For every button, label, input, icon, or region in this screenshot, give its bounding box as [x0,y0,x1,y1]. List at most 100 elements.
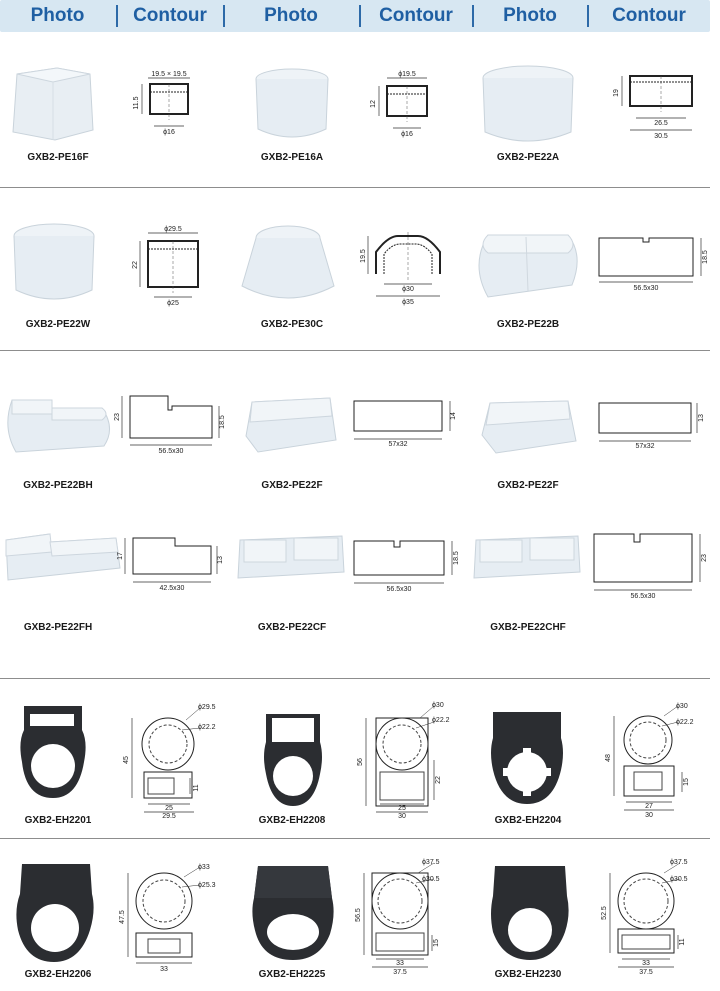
svg-text:25: 25 [398,805,406,812]
product-label: GXB2-EH2208 [258,815,326,826]
svg-text:13: 13 [698,414,705,422]
contour-drawing-eh2208: ϕ30 ϕ22.2 56 22 25 30 [357,702,450,820]
svg-text:52.5: 52.5 [601,906,608,920]
svg-text:47.5: 47.5 [119,910,126,924]
header-photo-3: Photo [503,5,557,26]
product-photo-pe16a [255,68,329,138]
product-photo-eh2230 [491,866,569,960]
product-photo-eh2208 [264,714,322,806]
svg-text:11: 11 [679,938,686,945]
svg-text:ϕ25: ϕ25 [167,300,179,307]
product-photo-pe22fh [5,533,121,581]
svg-text:57x32: 57x32 [635,443,654,450]
svg-text:33: 33 [642,960,650,967]
svg-text:11: 11 [193,784,200,791]
contour-drawing-pe16f: 19.5 × 19.5 11.5 ϕ16 [133,71,190,136]
contour-drawing-pe22fh: 17 13 42.5x30 [117,537,224,592]
contour-drawing-pe22chf: 23 56.5x30 [593,533,708,600]
contour-drawing-eh2206: ϕ33 ϕ25.3 47.5 33 [119,864,216,973]
product-photo-pe22bh [7,399,110,453]
svg-text:ϕ30.5: ϕ30.5 [422,876,440,883]
svg-text:33: 33 [160,966,168,973]
svg-text:56.5x30: 56.5x30 [387,586,412,593]
product-label: GXB2-PE30C [260,319,324,330]
contour-drawing-pe22bh: 23 18.5 56.5x30 [114,395,226,455]
product-label: GXB2-PE22A [496,152,560,163]
svg-text:ϕ22.2: ϕ22.2 [198,724,216,731]
svg-text:56.5x30: 56.5x30 [634,285,659,292]
product-photo-pe22w [13,223,95,300]
product-label: GXB2-PE22F [261,480,323,491]
header-separator [116,5,118,27]
svg-text:29.5: 29.5 [162,813,176,820]
product-label: GXB2-PE22W [25,319,91,330]
svg-text:56.5x30: 56.5x30 [159,448,184,455]
svg-text:ϕ35: ϕ35 [402,299,414,306]
svg-text:30: 30 [398,813,406,820]
product-photo-eh2204 [491,712,563,804]
svg-text:ϕ37.5: ϕ37.5 [670,859,688,866]
svg-text:ϕ16: ϕ16 [163,129,175,136]
product-label: GXB2-PE22B [496,319,560,330]
contour-drawing-pe22b: 18.5 56.5x30 [598,237,709,292]
contour-drawing-eh2225: ϕ37.5 ϕ30.5 56.5 15 33 37.5 [355,859,440,976]
svg-text:ϕ19.5: ϕ19.5 [398,71,416,78]
product-label: GXB2-PE22CF [257,622,327,633]
product-photo-eh2201 [20,706,86,798]
header-contour-2: Contour [379,5,453,26]
contour-drawing-eh2201: ϕ29.5 ϕ22.2 45 11 25 29.5 [123,704,216,820]
product-photo-pe22cf [237,535,345,579]
header-contour-3: Contour [612,5,686,26]
svg-text:ϕ29.5: ϕ29.5 [198,704,216,711]
header-photo-2: Photo [264,5,318,26]
svg-text:37.5: 37.5 [639,969,653,976]
svg-text:19: 19 [613,89,620,97]
column-header-bar: Photo Contour Photo Contour Photo Contou… [0,0,710,32]
contour-drawing-pe22f1: 14 57x32 [353,400,457,448]
svg-text:ϕ25.3: ϕ25.3 [198,882,216,889]
product-photo-eh2206 [16,864,94,962]
svg-text:48: 48 [605,754,612,762]
svg-text:23: 23 [701,554,708,562]
row-divider [0,678,710,679]
svg-text:ϕ22.2: ϕ22.2 [676,719,694,726]
header-separator [223,5,225,27]
product-label: GXB2-EH2206 [24,969,92,980]
product-photo-eh2225 [252,866,334,960]
svg-text:12: 12 [370,100,377,108]
contour-drawing-pe22w: ϕ29.5 22 ϕ25 [132,226,199,307]
svg-text:18.5: 18.5 [702,250,709,264]
svg-text:37.5: 37.5 [393,969,407,976]
svg-text:45: 45 [123,756,130,764]
svg-text:30: 30 [645,812,653,819]
svg-text:57x32: 57x32 [388,441,407,448]
header-separator [359,5,361,27]
svg-text:19.5 × 19.5: 19.5 × 19.5 [151,71,186,78]
product-label: GXB2-PE22F [497,480,559,491]
svg-text:25: 25 [165,805,173,812]
svg-text:56.5: 56.5 [355,908,362,922]
contour-drawing-eh2204: ϕ30 ϕ22.2 48 15 27 30 [605,703,694,819]
product-label: GXB2-PE22CHF [490,622,566,633]
product-label: GXB2-EH2230 [494,969,562,980]
svg-text:56.5x30: 56.5x30 [631,593,656,600]
svg-text:11.5: 11.5 [133,96,140,109]
contour-drawing-pe16a: ϕ19.5 12 ϕ16 [370,71,428,138]
product-photo-pe22a [482,65,574,142]
svg-text:42.5x30: 42.5x30 [160,585,185,592]
svg-text:18.5: 18.5 [219,415,226,429]
svg-text:22: 22 [132,261,139,269]
product-photo-pe22f1 [245,397,337,453]
svg-text:30.5: 30.5 [654,133,668,140]
contour-drawing-eh2230: ϕ37.5 ϕ30.5 52.5 11 33 37.5 [601,859,688,976]
svg-text:ϕ22.2: ϕ22.2 [432,717,450,724]
svg-text:22: 22 [435,776,442,784]
svg-text:ϕ33: ϕ33 [198,864,210,871]
product-label: GXB2-EH2225 [258,969,326,980]
svg-text:33: 33 [396,960,404,967]
svg-text:ϕ30.5: ϕ30.5 [670,876,688,883]
contour-drawing-pe22f2: 13 57x32 [598,402,705,450]
row-divider [0,350,710,351]
product-photo-pe22chf [473,535,581,579]
svg-text:ϕ30: ϕ30 [402,286,414,293]
